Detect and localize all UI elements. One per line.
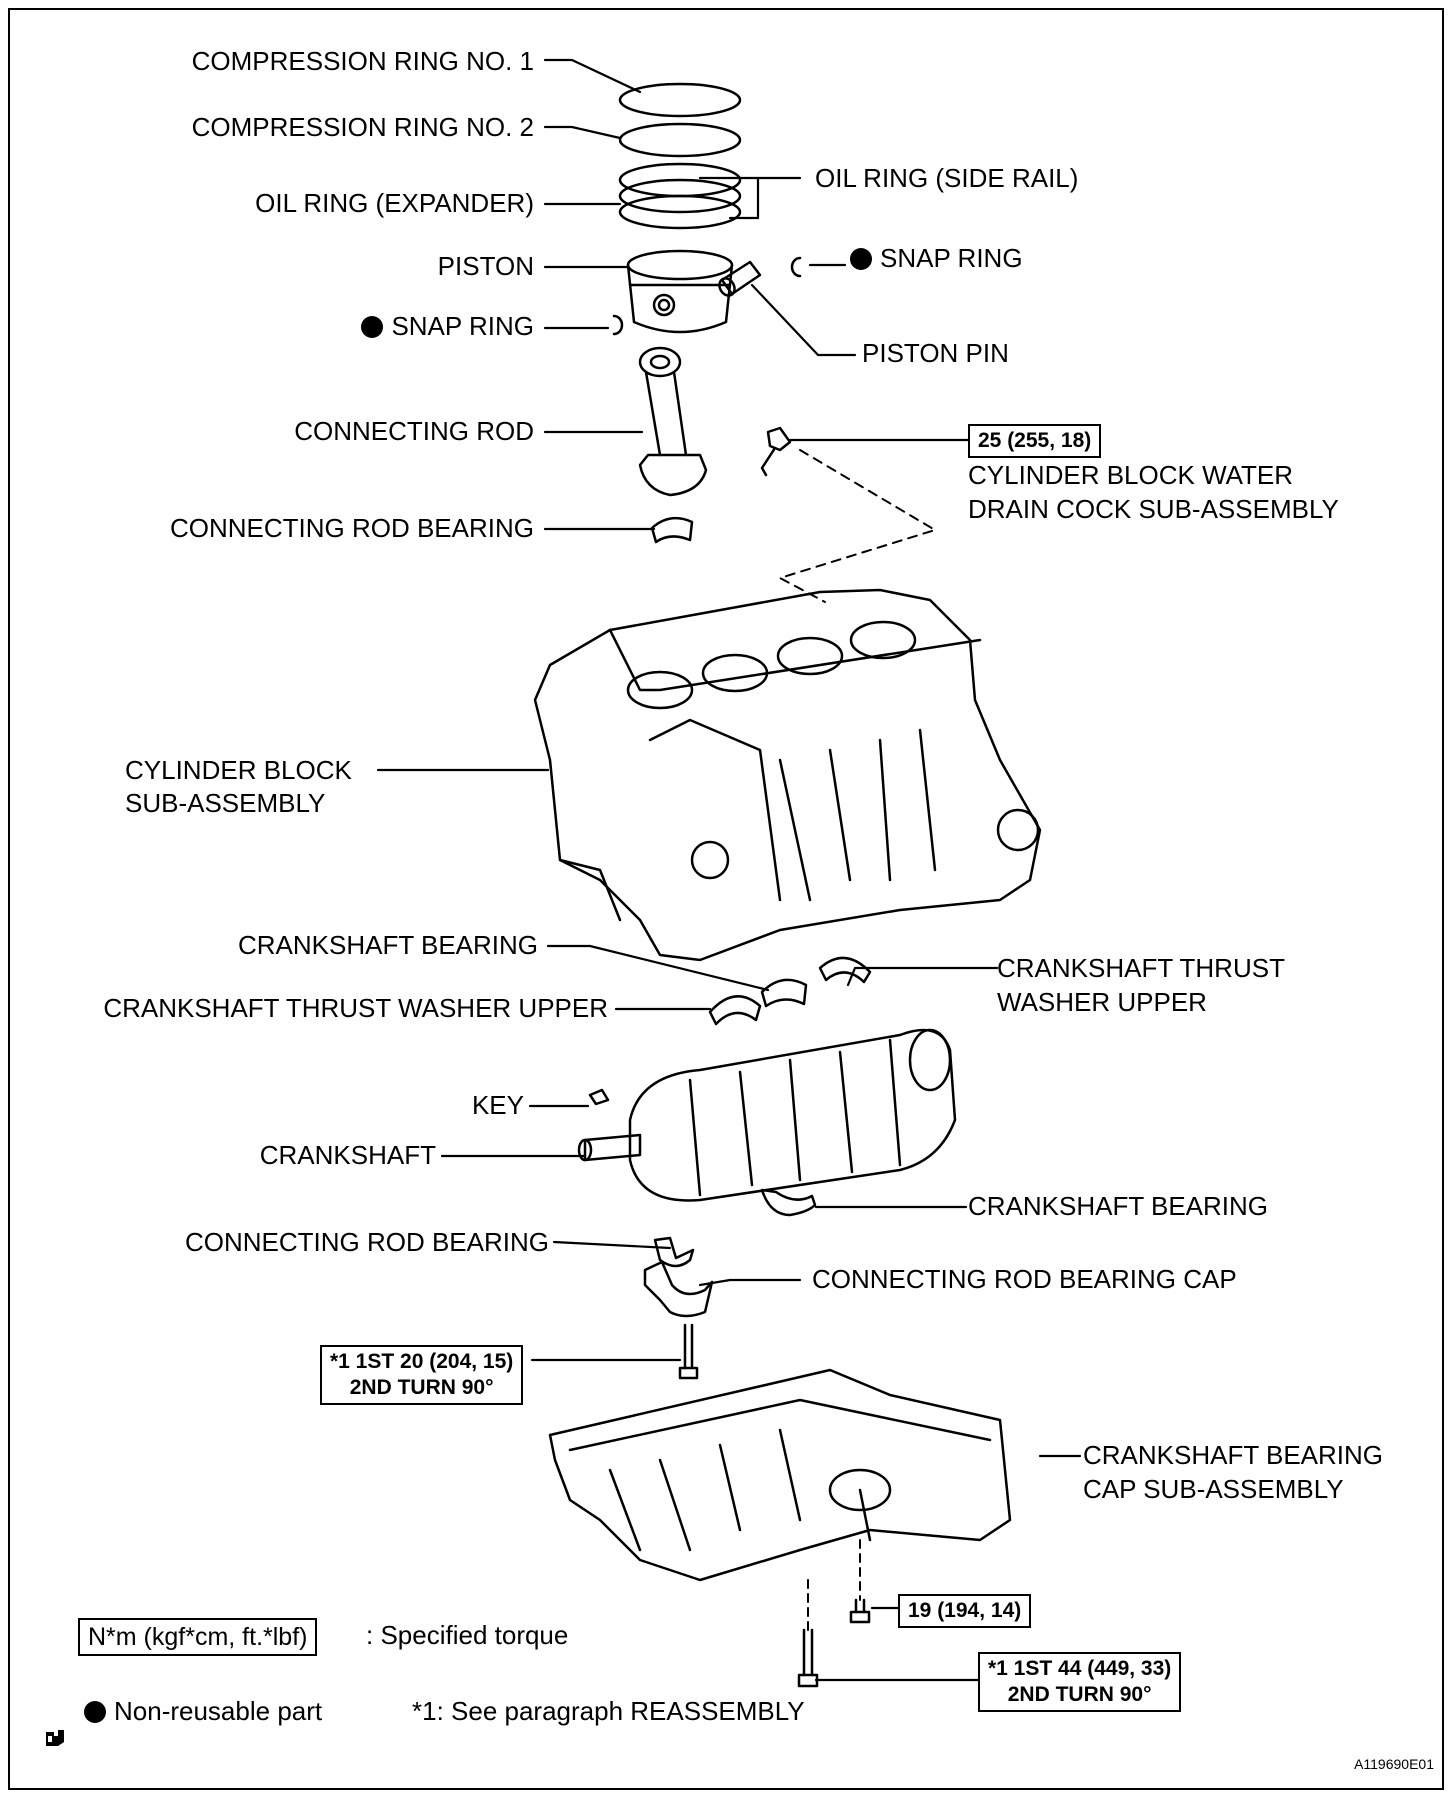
- torque-cap-bolt-main: *1 1ST 44 (449, 33) 2ND TURN 90°: [978, 1652, 1182, 1712]
- label-thrust-washer-left: CRANKSHAFT THRUST WASHER UPPER: [103, 993, 608, 1023]
- label-cylinder-block-line2: SUB-ASSEMBLY: [125, 788, 326, 818]
- label-bearing-cap-sub-line2: CAP SUB-ASSEMBLY: [1083, 1474, 1344, 1504]
- crankshaft-shape: [577, 1028, 957, 1202]
- diagram-frame: [8, 8, 1444, 1790]
- label-crankshaft-bearing-lower: CRANKSHAFT BEARING: [968, 1191, 1269, 1221]
- label-crankshaft: CRANKSHAFT: [259, 1140, 436, 1170]
- label-connecting-rod-bearing-cap: CONNECTING ROD BEARING CAP: [812, 1264, 1237, 1294]
- label-drain-cock-line2: DRAIN COCK SUB-ASSEMBLY: [968, 494, 1339, 524]
- figure-id: A119690E01: [1354, 1756, 1434, 1772]
- rod-bearing-upper-shape: [650, 516, 694, 544]
- piston-shape: [626, 249, 734, 334]
- label-snap-ring-right: SNAP RING: [850, 243, 1023, 274]
- torque-cap-bolt-small: 19 (194, 14): [898, 1594, 1032, 1628]
- label-key: KEY: [471, 1090, 524, 1120]
- label-compression-ring-1: COMPRESSION RING NO. 1: [191, 46, 534, 76]
- legend-non-reusable: Non-reusable part: [84, 1696, 322, 1727]
- legend-torque-desc: : Specified torque: [366, 1620, 569, 1650]
- snap-ring-right-shape: [790, 256, 802, 278]
- compression-ring-2: [618, 122, 742, 158]
- torque-drain-cock: 25 (255, 18): [968, 424, 1102, 458]
- leader-lines: [376, 58, 1082, 1682]
- label-connecting-rod-bearing-upper: CONNECTING ROD BEARING: [169, 513, 534, 543]
- drain-cock-shape: [760, 426, 792, 477]
- label-thrust-washer-right-line1: CRANKSHAFT THRUST: [997, 953, 1285, 983]
- cylinder-block-shape: [533, 588, 1042, 962]
- label-crankshaft-bearing-upper: CRANKSHAFT BEARING: [237, 930, 538, 960]
- piston-pin-shape: [718, 260, 762, 297]
- cap-bolt-main-shape: [797, 1628, 819, 1688]
- rod-cap-shape: [643, 1260, 714, 1318]
- page-corner-icon: [46, 1730, 64, 1746]
- non-reusable-dot: [84, 1701, 106, 1723]
- key-shape: [588, 1088, 610, 1106]
- label-snap-ring-left: SNAP RING: [361, 311, 534, 342]
- thrust-washer-right-shape: [818, 956, 872, 984]
- dashed-leader: [779, 449, 936, 603]
- label-thrust-washer-right-line2: WASHER UPPER: [997, 987, 1207, 1017]
- crank-bearing-upper-shape: [760, 978, 808, 1008]
- thrust-washer-left-shape: [708, 995, 762, 1026]
- bearing-cap-sub-shape: [548, 1368, 1012, 1582]
- legend-note: *1: See paragraph REASSEMBLY: [412, 1696, 805, 1726]
- oil-ring-set: [618, 162, 742, 230]
- cap-bolt-small-shape: [849, 1598, 871, 1624]
- legend-torque-unit: N*m (kgf*cm, ft.*lbf): [78, 1618, 318, 1656]
- non-reusable-dot: [361, 316, 384, 338]
- label-oil-ring-side-rail: OIL RING (SIDE RAIL): [815, 163, 1079, 193]
- label-oil-ring-expander: OIL RING (EXPANDER): [255, 188, 534, 218]
- label-piston-pin: PISTON PIN: [862, 338, 1009, 368]
- non-reusable-dot: [850, 248, 872, 270]
- snap-ring-left-shape: [612, 314, 624, 336]
- rod-bolt-shape: [678, 1323, 699, 1380]
- label-cylinder-block-line1: CYLINDER BLOCK: [125, 755, 352, 785]
- label-connecting-rod-bearing-lower: CONNECTING ROD BEARING: [184, 1227, 549, 1257]
- torque-rod-bolt: *1 1ST 20 (204, 15) 2ND TURN 90°: [320, 1345, 524, 1405]
- label-connecting-rod: CONNECTING ROD: [294, 416, 534, 446]
- label-compression-ring-2: COMPRESSION RING NO. 2: [191, 112, 534, 142]
- crank-bearing-lower-shape: [760, 1188, 817, 1217]
- label-drain-cock-line1: CYLINDER BLOCK WATER: [968, 460, 1294, 490]
- connecting-rod-shape: [638, 346, 708, 497]
- compression-ring-1: [618, 82, 742, 118]
- label-piston: PISTON: [437, 251, 534, 281]
- label-bearing-cap-sub-line1: CRANKSHAFT BEARING: [1083, 1440, 1384, 1470]
